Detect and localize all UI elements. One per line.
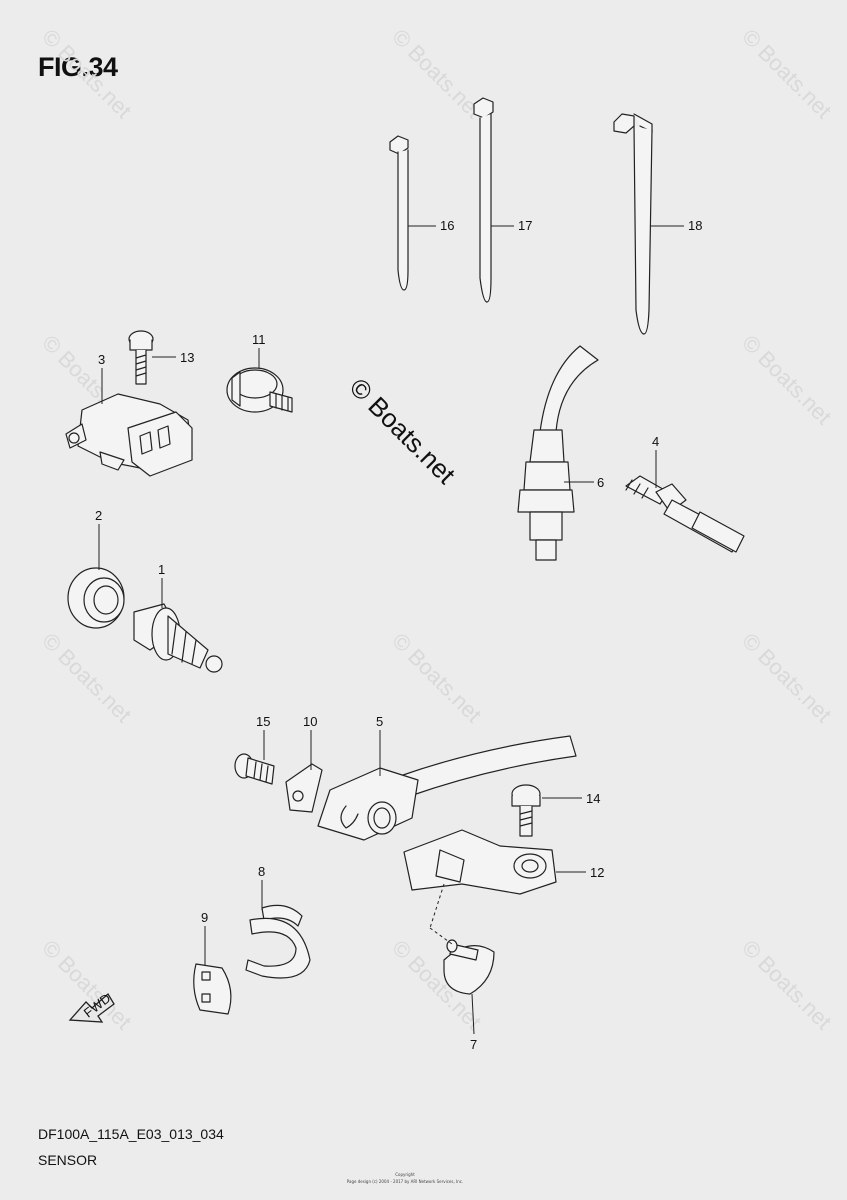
callout-5: 5 <box>376 714 383 729</box>
temp-sensor-4 <box>625 475 745 553</box>
oxygen-sensor-6 <box>517 345 599 561</box>
callout-3: 3 <box>98 352 105 367</box>
callout-15: 15 <box>256 714 270 729</box>
copyright-line-2: Page design (c) 2004 - 2017 by ARI Netwo… <box>346 1179 464 1184</box>
callout-2: 2 <box>95 508 102 523</box>
callout-8: 8 <box>258 864 265 879</box>
callout-6: 6 <box>597 475 604 490</box>
bracket-12 <box>403 829 557 895</box>
knock-sensor-11 <box>226 367 293 413</box>
callout-18: 18 <box>688 218 702 233</box>
clip-9 <box>193 963 232 1015</box>
callout-17: 17 <box>518 218 532 233</box>
bolt-15 <box>234 753 275 785</box>
copyright-line-1: Copyright <box>395 1172 415 1177</box>
callout-12: 12 <box>590 865 604 880</box>
figure-title: FIG.34 <box>38 52 118 82</box>
diagram-title: SENSOR <box>38 1152 98 1168</box>
callout-9: 9 <box>201 910 208 925</box>
cable-tie-16 <box>389 135 409 291</box>
callout-1: 1 <box>158 562 165 577</box>
callout-13: 13 <box>180 350 194 365</box>
spacer-10 <box>285 763 323 813</box>
cable-tie-17 <box>473 97 494 303</box>
map-sensor-3 <box>65 393 193 477</box>
callout-14: 14 <box>586 791 600 806</box>
grommet-2 <box>67 567 125 629</box>
screw-14 <box>511 784 541 837</box>
callout-7: 7 <box>470 1037 477 1052</box>
callout-16: 16 <box>440 218 454 233</box>
callout-11: 11 <box>252 332 266 347</box>
callout-4: 4 <box>652 434 659 449</box>
diagram-code: DF100A_115A_E03_013_034 <box>38 1126 224 1142</box>
clamp-7 <box>443 939 495 995</box>
screw-13 <box>128 330 154 385</box>
callout-10: 10 <box>303 714 317 729</box>
fwd-arrow-icon: FWD <box>68 990 115 1023</box>
crank-sensor-5 <box>317 735 577 841</box>
clamp-8 <box>245 904 311 979</box>
sensor-1 <box>133 603 223 673</box>
cable-tie-18 <box>613 113 653 335</box>
